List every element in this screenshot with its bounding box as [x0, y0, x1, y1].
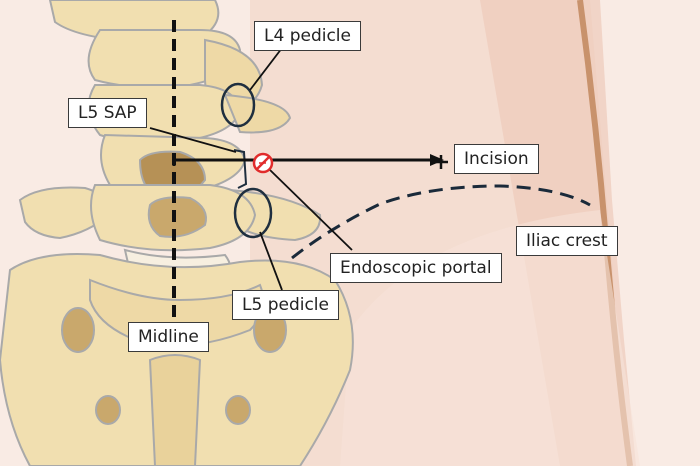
label-endoscopic-portal: Endoscopic portal: [330, 253, 502, 283]
label-midline: Midline: [128, 322, 209, 352]
iliac-crest-dashed-line: [291, 184, 591, 260]
label-incision: Incision: [454, 144, 539, 174]
label-l4-pedicle: L4 pedicle: [254, 21, 361, 51]
l4-pedicle-outline: [220, 82, 256, 128]
label-iliac-crest: Iliac crest: [516, 226, 618, 256]
incision-arrowhead: [430, 154, 444, 166]
leader-l5-pedicle: [259, 231, 283, 291]
label-l5-pedicle: L5 pedicle: [232, 290, 339, 320]
plus-icon: [434, 155, 448, 169]
leader-l4-pedicle: [249, 47, 283, 91]
l5-sap-outline: [233, 149, 248, 189]
l5-pedicle-outline: [233, 187, 273, 239]
leader-l5-sap: [149, 127, 237, 153]
leader-endoscopic-portal: [269, 169, 353, 251]
portal-no-entry-icon: [252, 152, 274, 174]
label-l5-sap: L5 SAP: [68, 98, 147, 128]
